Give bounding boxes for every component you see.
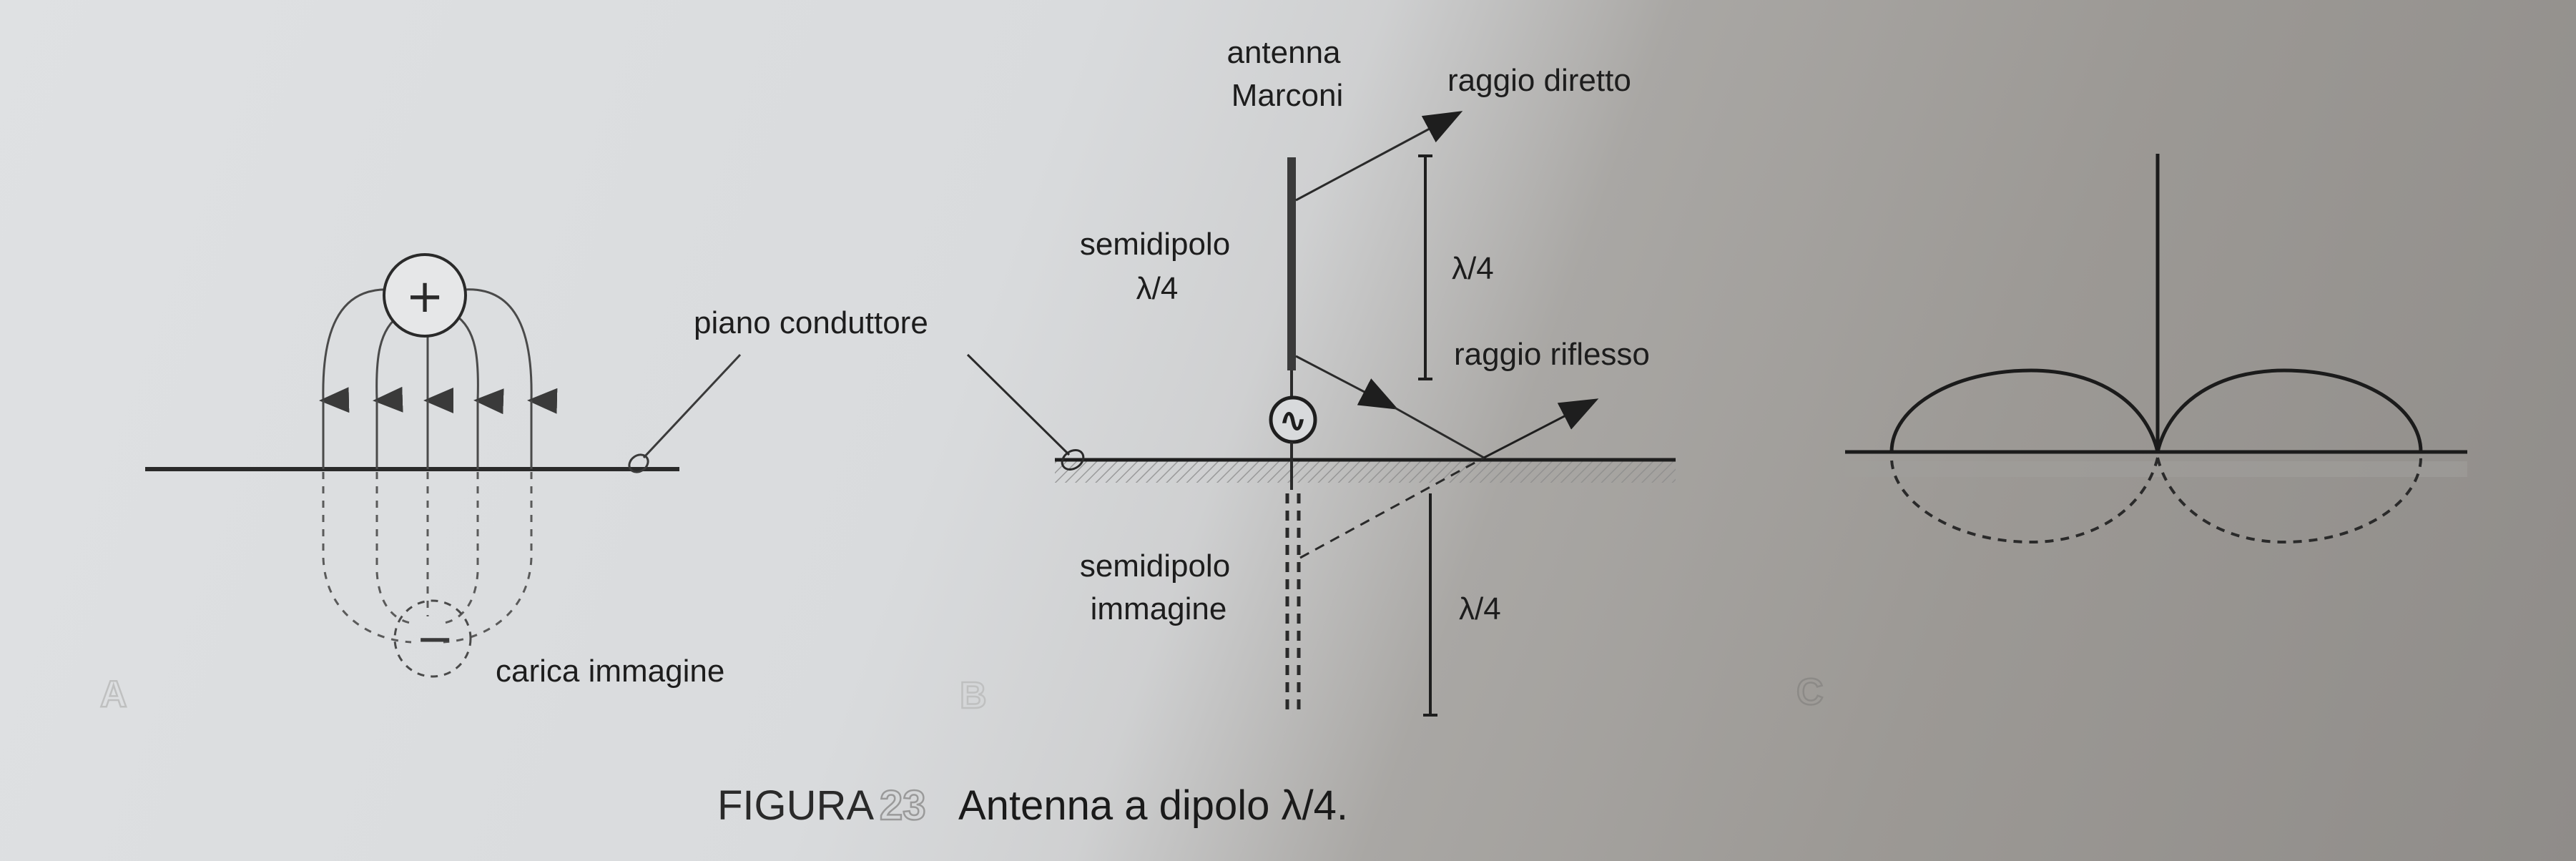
- panel-letter-c: C: [1796, 671, 1824, 713]
- image-lobe-right: [2156, 457, 2422, 544]
- plane-leader-b: [966, 353, 1071, 456]
- label-antenna-line2: Marconi: [1232, 78, 1344, 113]
- image-dipole: [1285, 493, 1301, 715]
- direct-ray-line: [1295, 111, 1463, 202]
- label-reflected-ray: raggio riflesso: [1454, 337, 1650, 372]
- label-direct-ray: raggio diretto: [1447, 63, 1631, 98]
- minus-symbol: −: [416, 613, 454, 666]
- plus-symbol: +: [405, 270, 444, 323]
- panel-c: C: [1796, 154, 2467, 714]
- quarter-bar-lower: [1423, 493, 1437, 717]
- radiation-lobe-right: [2155, 368, 2423, 453]
- antenna-rod: [1287, 157, 1296, 370]
- image-lobe-left: [1890, 457, 2159, 544]
- ground-band-c: [1845, 461, 2467, 477]
- label-semidipole-line1: semidipolo: [1080, 227, 1230, 262]
- radiation-lobe-left: [1889, 368, 2160, 453]
- source-symbol: ∿: [1279, 400, 1307, 441]
- caption-prefix: FIGURA: [717, 782, 874, 829]
- label-image-charge: carica immagine: [496, 654, 724, 689]
- caption-text: Antenna a dipolo λ/4.: [958, 782, 1348, 829]
- plane-leader-line: [642, 353, 742, 459]
- label-quarter-upper: λ/4: [1452, 251, 1494, 286]
- ground-hatch: [1055, 461, 1676, 483]
- image-ray-line: [1299, 456, 1485, 559]
- incident-ray-line-2: [1394, 406, 1485, 459]
- incident-ray-line: [1295, 355, 1399, 410]
- image-field-lines: [322, 472, 533, 644]
- label-image-line2: immagine: [1091, 591, 1227, 626]
- plane-leader-loop-b: [1061, 449, 1085, 471]
- label-antenna-line1: antenna: [1226, 35, 1341, 70]
- plane-leader-loop: [628, 453, 649, 473]
- image-charge-circle: [393, 599, 472, 678]
- positive-charge-circle: [383, 253, 467, 338]
- quarter-bar-upper: [1418, 154, 1432, 380]
- reflected-ray-line: [1483, 398, 1599, 459]
- panel-letter-a: A: [100, 674, 127, 715]
- panel-b: ∿ antenna Marconi raggio diretto: [959, 35, 1676, 717]
- label-conducting-plane: piano conduttore: [694, 305, 928, 340]
- label-semidipole-line2: λ/4: [1136, 271, 1179, 306]
- panel-letter-b: B: [960, 675, 987, 717]
- label-quarter-lower: λ/4: [1459, 591, 1501, 626]
- caption-number: 23: [880, 782, 926, 829]
- figure-caption: FIGURA 23 Antenna a dipolo λ/4.: [717, 782, 1348, 830]
- panel-a: + − piano conduttore carica immagine A: [99, 253, 928, 716]
- label-image-line1: semidipolo: [1080, 548, 1230, 584]
